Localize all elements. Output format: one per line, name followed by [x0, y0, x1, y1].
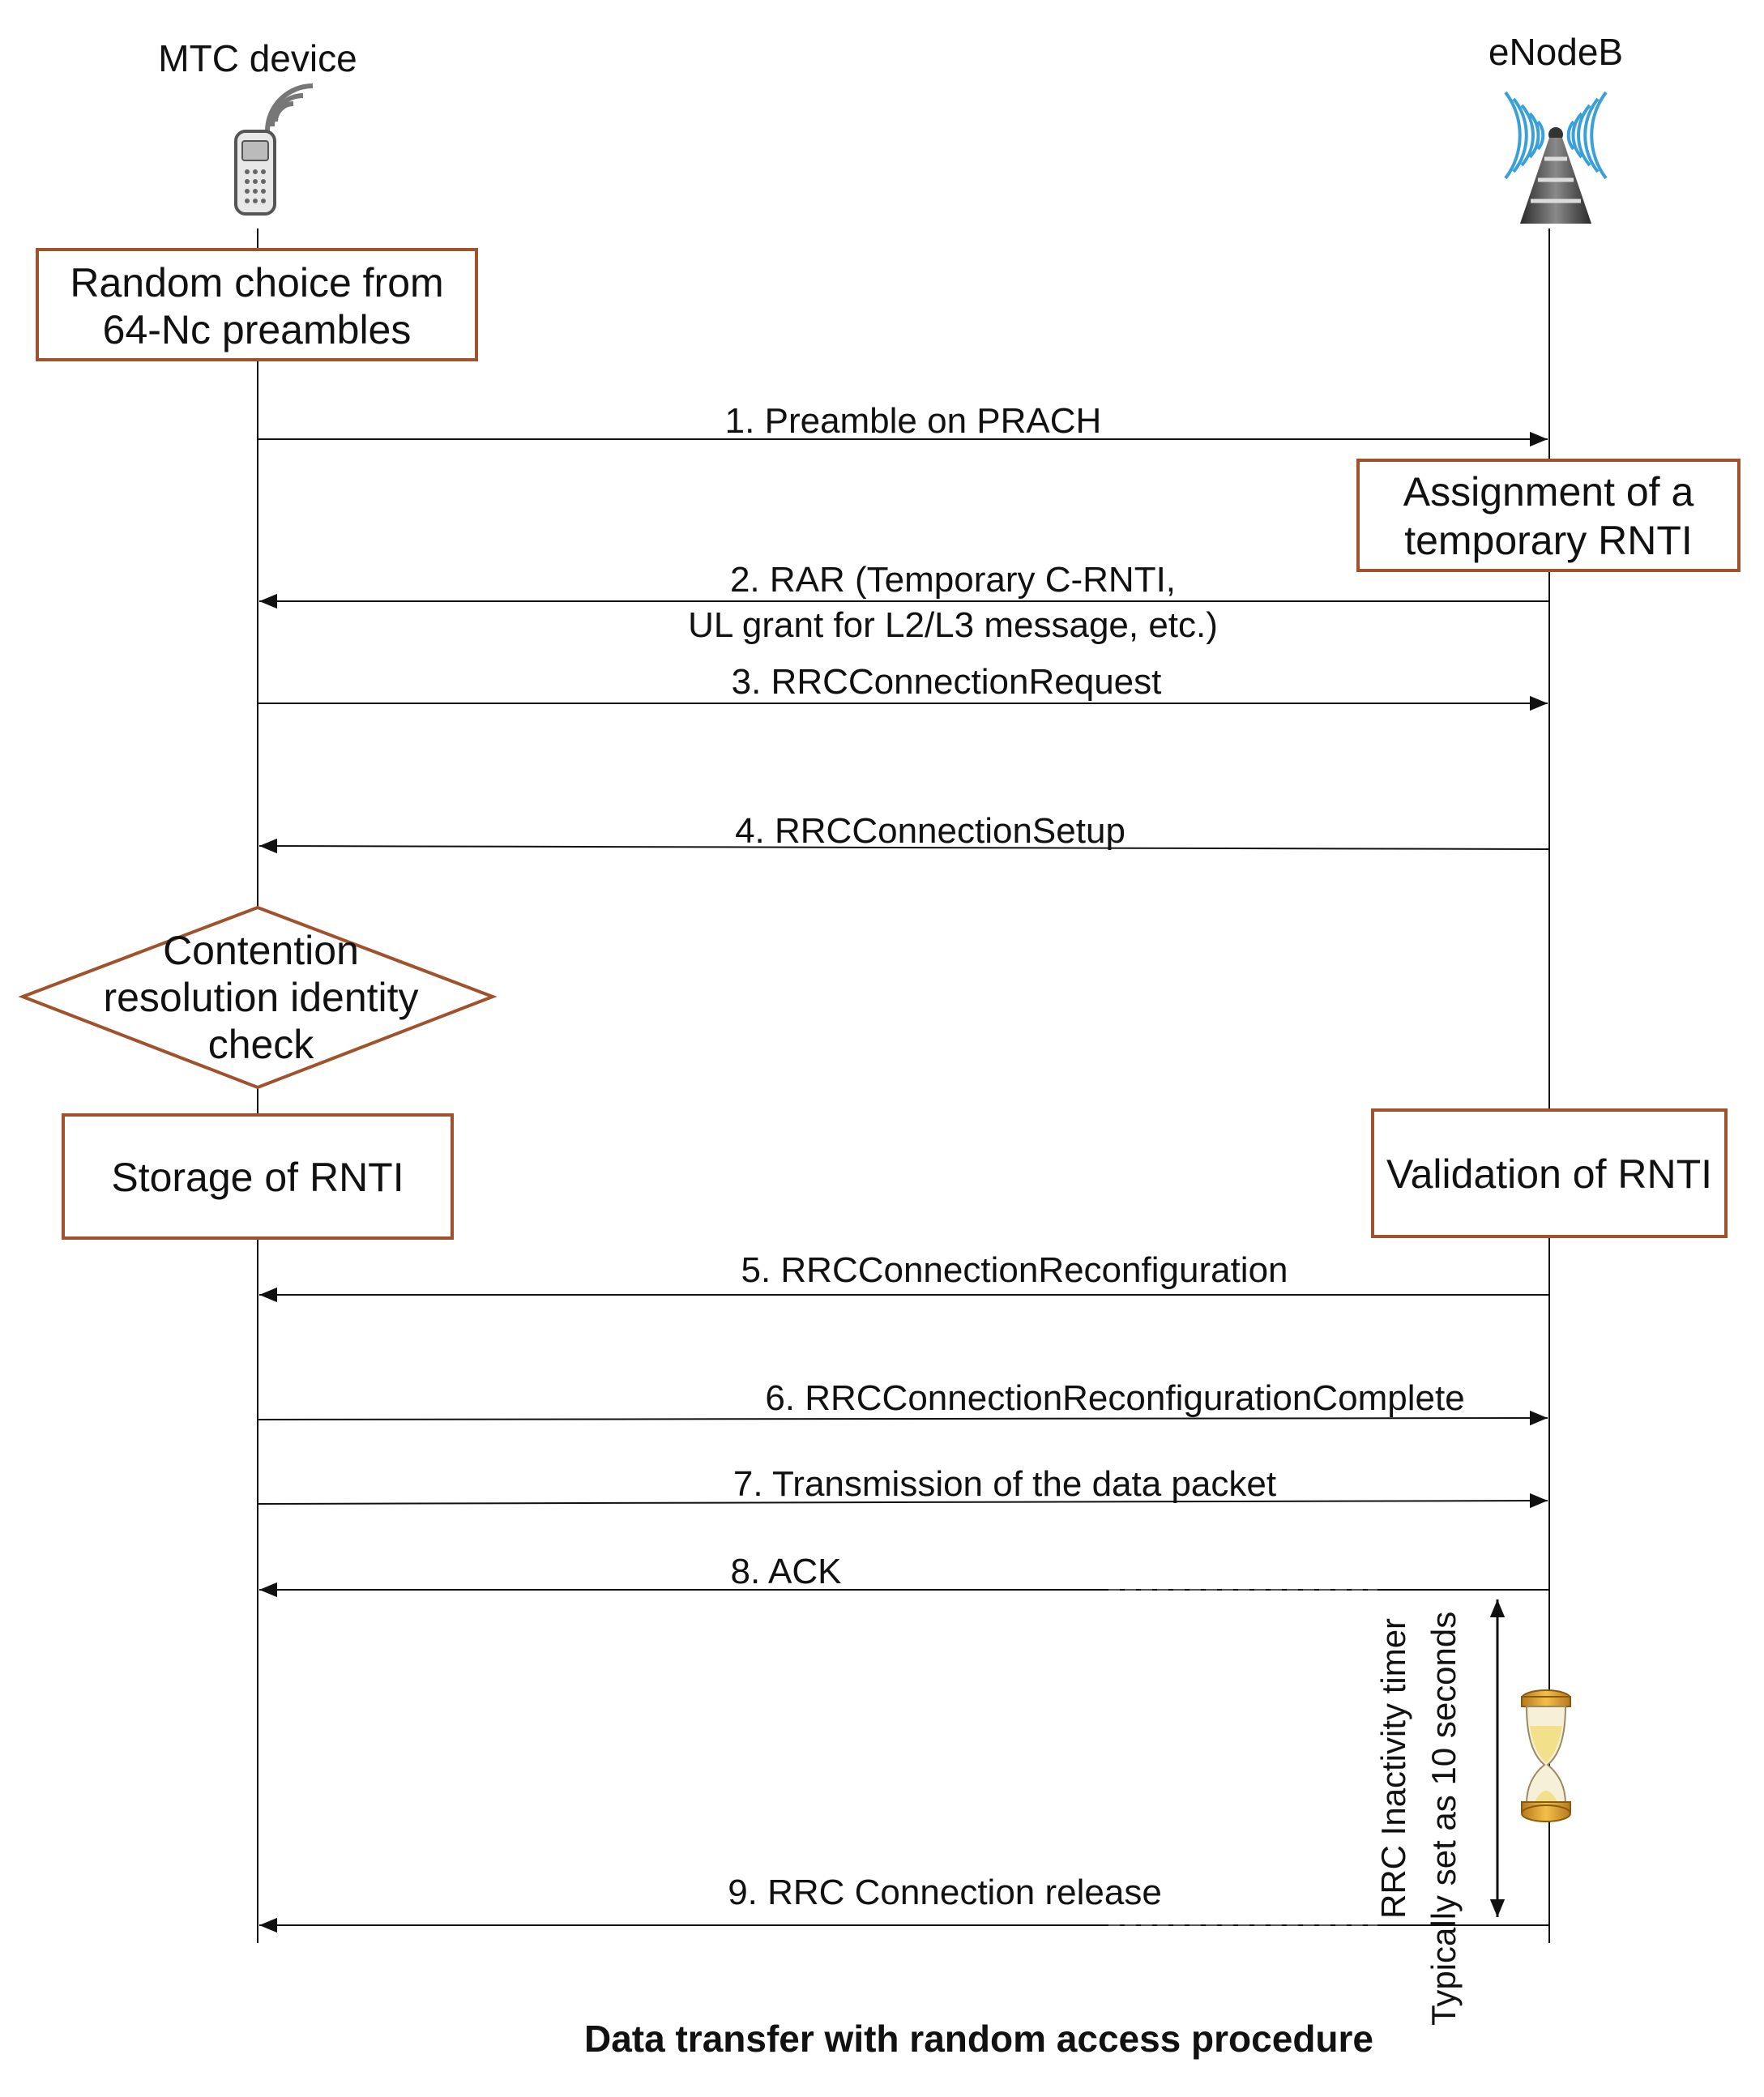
random-choice-line1: Random choice from	[70, 260, 443, 305]
message-4: 4. RRCConnectionSetup	[258, 811, 1550, 854]
device-actor-label: MTC device	[158, 37, 357, 79]
message-7-label: 7. Transmission of the data packet	[733, 1464, 1276, 1504]
message-1-label: 1. Preamble on PRACH	[725, 401, 1102, 441]
validation-label: Validation of RNTI	[1386, 1151, 1712, 1197]
message-2: 2. RAR (Temporary C-RNTI, UL grant for L…	[259, 560, 1549, 645]
message-2-label-line2: UL grant for L2/L3 message, etc.)	[688, 605, 1218, 645]
contention-line3: check	[208, 1022, 315, 1067]
contention-line2: resolution identity	[103, 975, 418, 1020]
message-9-label: 9. RRC Connection release	[728, 1873, 1162, 1912]
message-2-label: 2. RAR (Temporary C-RNTI,	[730, 560, 1176, 600]
inactivity-timer-label: RRC Inactivity timer	[1374, 1618, 1412, 1919]
inactivity-timer-span: RRC Inactivity timer Typically set as 10…	[1108, 1589, 1506, 2026]
message-9: 9. RRC Connection release	[259, 1873, 1549, 1933]
storage-box: Storage of RNTI	[62, 1113, 454, 1240]
message-8-label: 8. ACK	[731, 1552, 842, 1591]
mobile-phone-icon	[234, 83, 314, 216]
message-6-label: 6. RRCConnectionReconfigurationComplete	[765, 1378, 1464, 1418]
hourglass-icon	[1521, 1689, 1571, 1822]
message-5: 5. RRCConnectionReconfiguration	[259, 1250, 1549, 1303]
enodeb-actor-label: eNodeB	[1489, 31, 1623, 73]
message-4-label: 4. RRCConnectionSetup	[735, 811, 1125, 851]
inactivity-timer-duration: Typically set as 10 seconds	[1424, 1612, 1463, 2026]
cell-tower-icon	[1504, 91, 1608, 224]
message-7: 7. Transmission of the data packet	[257, 1464, 1548, 1509]
assignment-line2: temporary RNTI	[1404, 518, 1693, 563]
message-8: 8. ACK	[259, 1552, 1549, 1598]
random-choice-line2: 64-Nc preambles	[103, 307, 412, 352]
diagram-caption: Data transfer with random access procedu…	[584, 2018, 1373, 2060]
message-3-label: 3. RRCConnectionRequest	[732, 662, 1162, 702]
contention-check-diamond: Contention resolution identity check	[18, 905, 498, 1090]
assignment-line1: Assignment of a	[1403, 469, 1694, 515]
validation-box: Validation of RNTI	[1371, 1108, 1728, 1238]
random-choice-box: Random choice from 64-Nc preambles	[36, 248, 478, 361]
assignment-box: Assignment of a temporary RNTI	[1356, 459, 1741, 572]
contention-line1: Contention	[163, 928, 359, 973]
message-6: 6. RRCConnectionReconfigurationComplete	[257, 1378, 1548, 1426]
message-5-label: 5. RRCConnectionReconfiguration	[741, 1250, 1288, 1290]
message-1: 1. Preamble on PRACH	[258, 401, 1548, 447]
storage-label: Storage of RNTI	[111, 1155, 404, 1200]
message-3: 3. RRCConnectionRequest	[258, 662, 1548, 711]
